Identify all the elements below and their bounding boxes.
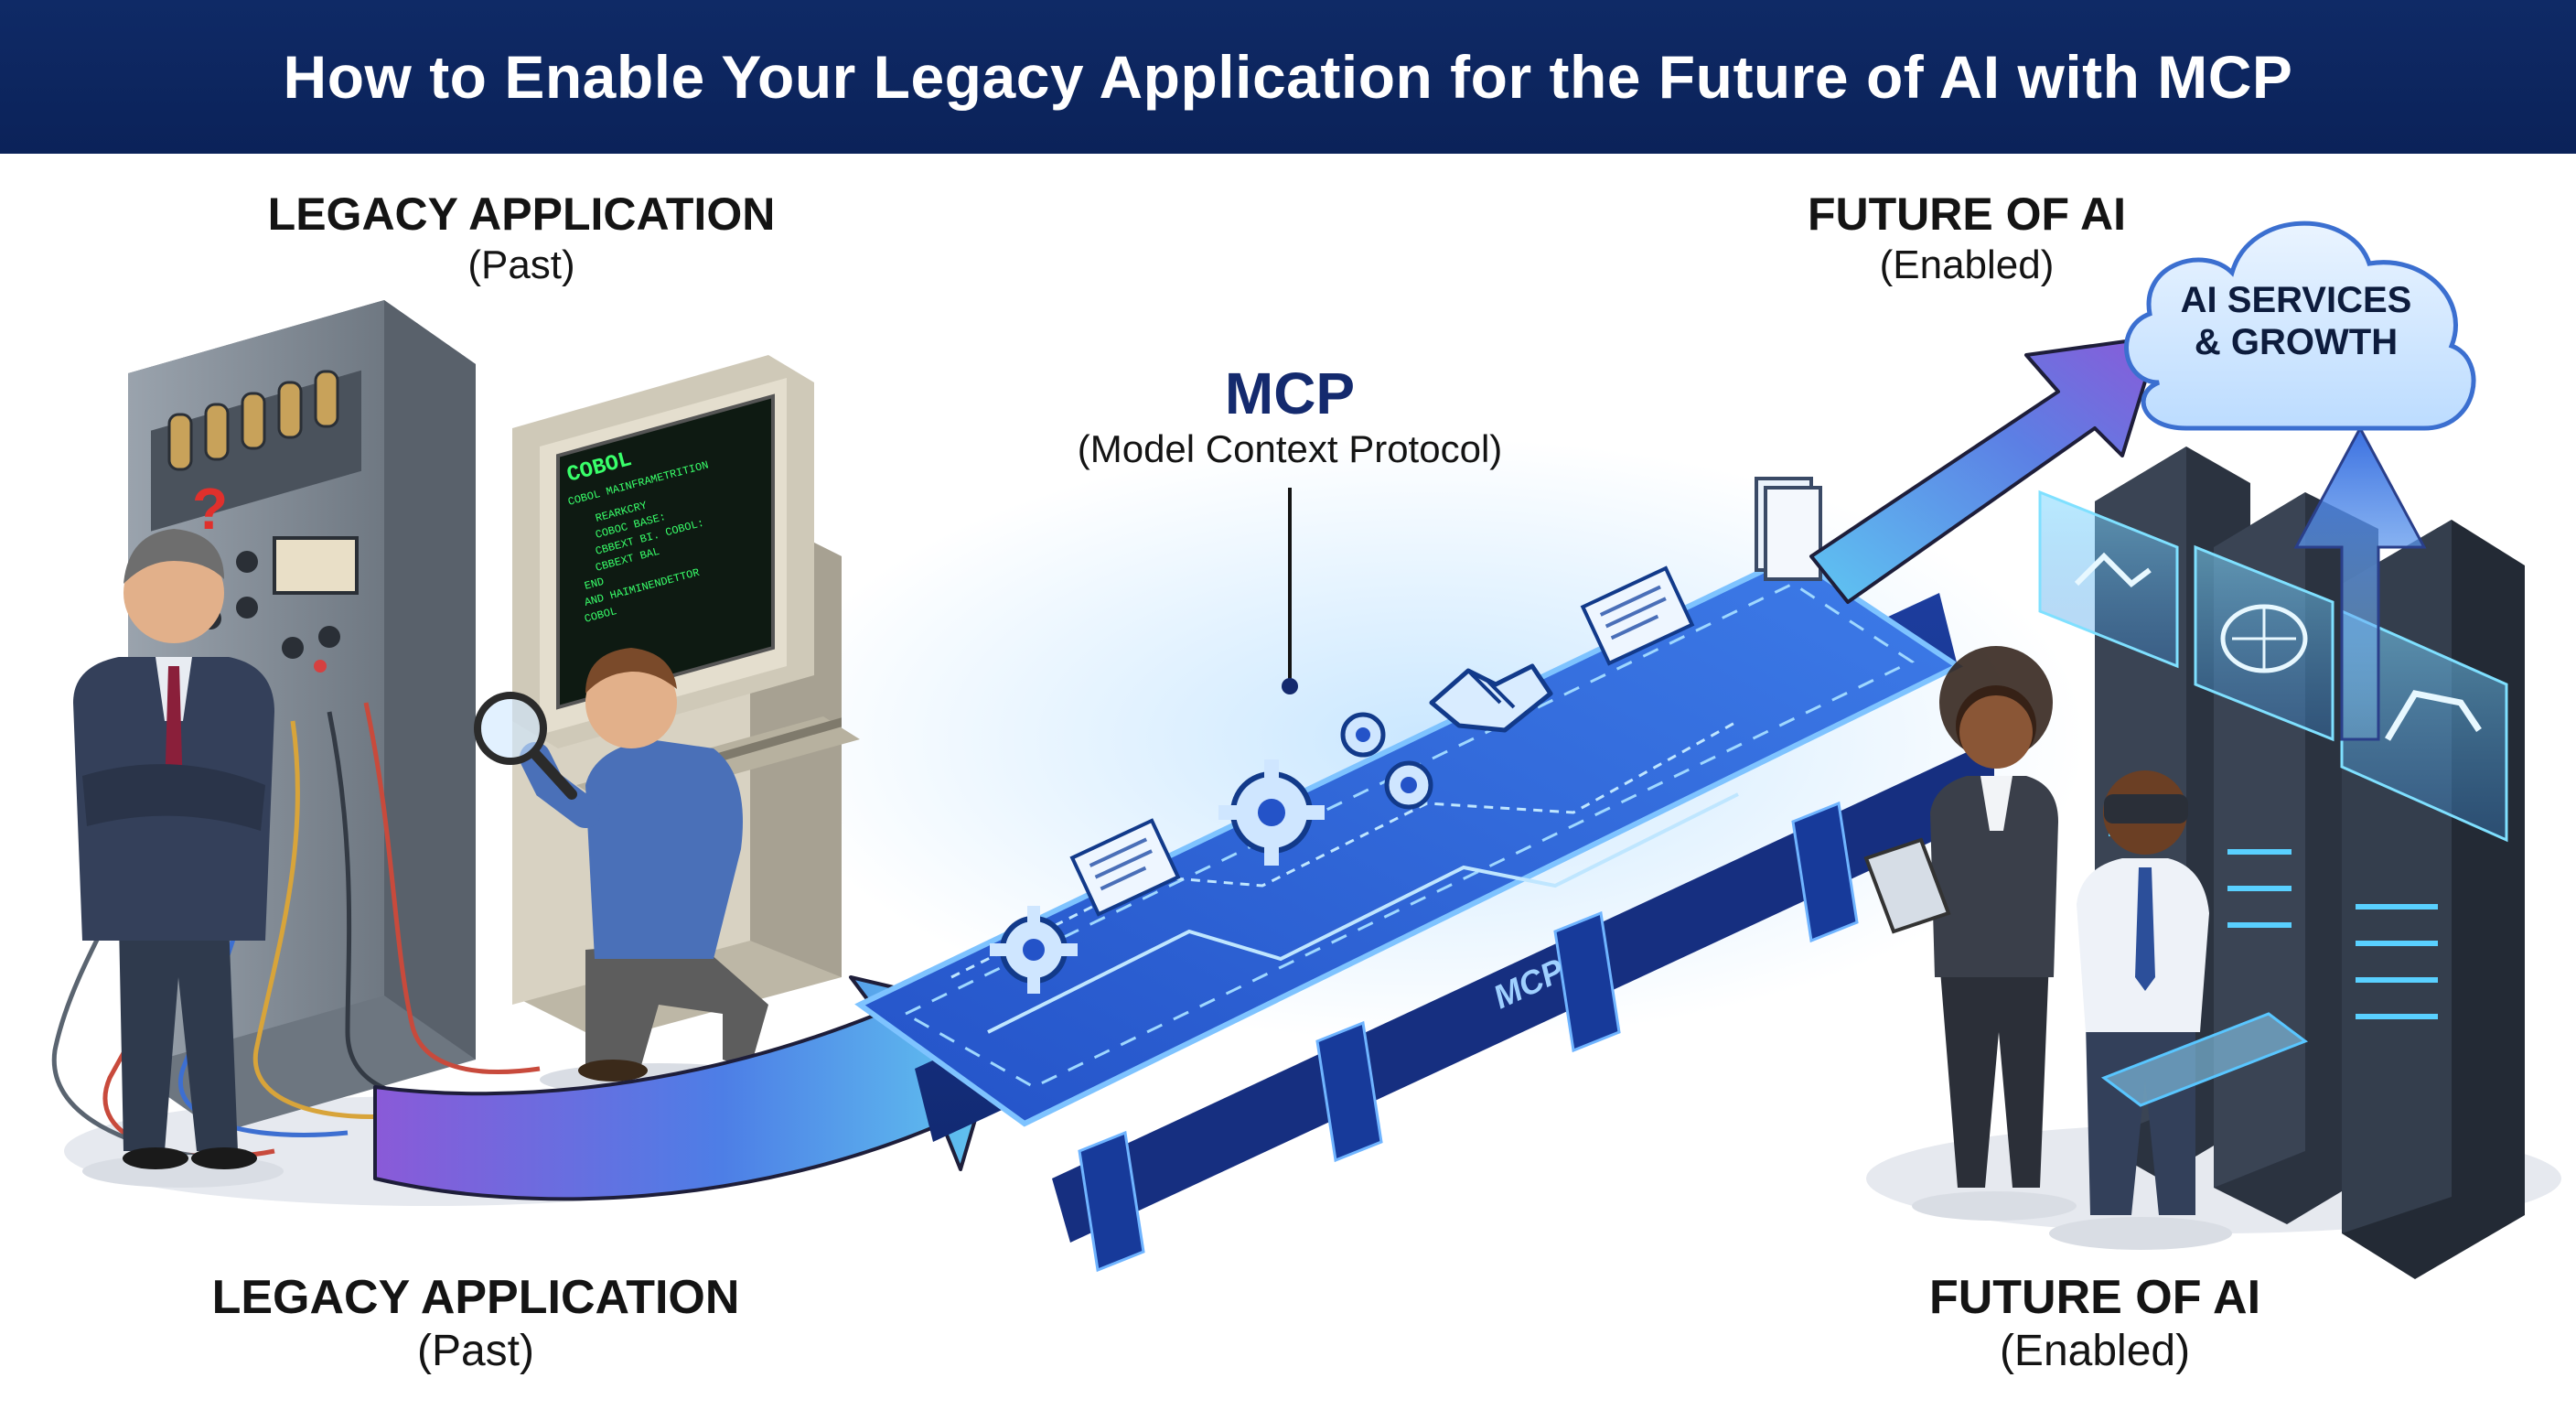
illustration-svg: COBOL COBOL MAINFRAMETRITION REARKCRY CO… bbox=[51, 221, 2561, 1279]
terminal-screen bbox=[556, 393, 775, 710]
gear-icon bbox=[990, 906, 1078, 994]
robot-arm-icon bbox=[2340, 608, 2508, 843]
legacy-label-top-main: LEGACY APPLICATION bbox=[267, 188, 776, 240]
transition-arrow-icon bbox=[373, 975, 1008, 1201]
mcp-label: MCP (Model Context Protocol) bbox=[1006, 361, 1573, 470]
legacy-label-bottom-sub: (Past) bbox=[416, 1327, 534, 1376]
future-label-top-sub: (Enabled) bbox=[1879, 242, 2055, 287]
growth-arrow-icon bbox=[1809, 335, 2161, 604]
cloud-icon bbox=[2124, 221, 2476, 431]
future-label-top-main: FUTURE OF AI bbox=[1807, 188, 2127, 240]
terminal-line: END bbox=[583, 576, 605, 593]
brain-icon bbox=[2194, 544, 2334, 742]
future-label-top: FUTURE OF AI (Enabled) bbox=[1729, 188, 2205, 289]
mcp-conveyor bbox=[854, 553, 1994, 1273]
businessman-figure bbox=[73, 529, 284, 1188]
title-bar: How to Enable Your Legacy Application fo… bbox=[0, 0, 2576, 154]
illustration: COBOL COBOL MAINFRAMETRITION REARKCRY CO… bbox=[0, 154, 2576, 1405]
mcp-label-main: MCP bbox=[1224, 361, 1356, 426]
up-arrow-icon bbox=[2293, 425, 2427, 741]
cloud-label: AI SERVICES & GROWTH bbox=[2131, 279, 2461, 363]
gear-icon bbox=[1384, 760, 1433, 810]
tablet bbox=[1863, 837, 1951, 934]
handshake-icon bbox=[1429, 663, 1553, 733]
document-icon bbox=[1580, 565, 1695, 666]
robot-arm-icon bbox=[2038, 490, 2179, 669]
magnifier-icon bbox=[474, 692, 577, 800]
mcp-label-sub: (Model Context Protocol) bbox=[1077, 426, 1503, 470]
cloud-label-line1: AI SERVICES bbox=[2180, 280, 2412, 320]
businesswoman-figure bbox=[1863, 646, 2077, 1221]
question-mark-icon: ? bbox=[192, 476, 228, 542]
holo-keyboard bbox=[2100, 1012, 2309, 1107]
future-label-bottom-sub: (Enabled) bbox=[1999, 1327, 2191, 1376]
legacy-label-bottom: LEGACY APPLICATION (Past) bbox=[165, 1270, 787, 1378]
mcp-pointer-dot bbox=[1282, 678, 1298, 694]
page-title: How to Enable Your Legacy Application fo… bbox=[283, 43, 2293, 111]
cloud-label-line2: & GROWTH bbox=[2194, 322, 2399, 362]
future-label-bottom-main: FUTURE OF AI bbox=[1928, 1271, 2261, 1324]
gear-icon bbox=[1340, 712, 1386, 758]
legacy-label-top: LEGACY APPLICATION (Past) bbox=[229, 188, 814, 289]
gear-icon bbox=[1218, 759, 1325, 866]
legacy-label-bottom-main: LEGACY APPLICATION bbox=[211, 1271, 740, 1324]
document-icon bbox=[1069, 818, 1181, 917]
vr-engineer-figure bbox=[2049, 770, 2309, 1250]
document-stack-icon bbox=[1755, 477, 1822, 581]
legacy-label-top-sub: (Past) bbox=[467, 242, 575, 287]
future-label-bottom: FUTURE OF AI (Enabled) bbox=[1857, 1270, 2333, 1378]
